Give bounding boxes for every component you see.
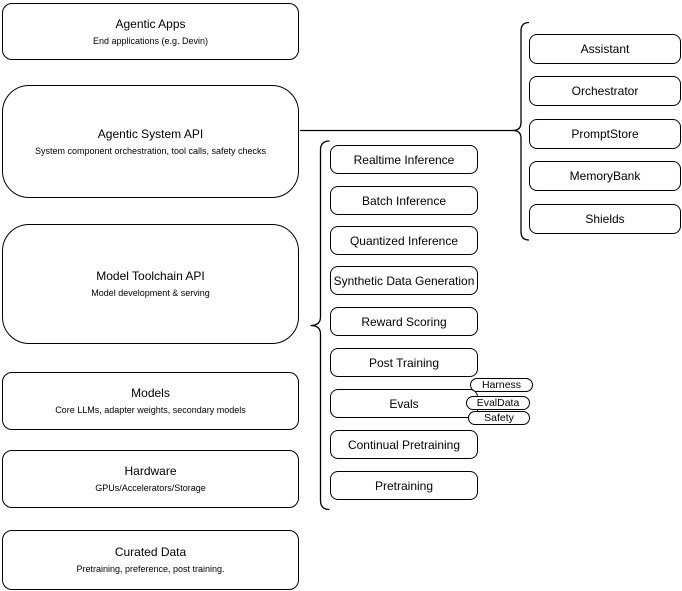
node-subtitle: Core LLMs, adapter weights, secondary mo… — [55, 405, 246, 415]
node-continual-pretraining: Continual Pretraining — [330, 430, 478, 459]
node-evals: Evals — [330, 389, 478, 418]
tag-label: Harness — [481, 379, 522, 391]
node-title: Curated Data — [114, 545, 187, 559]
tag-harness: Harness — [470, 378, 533, 392]
node-assistant: Assistant — [529, 34, 681, 64]
tag-label: EvalData — [476, 397, 520, 409]
node-batch-inference: Batch Inference — [330, 186, 478, 215]
node-model-toolchain-api: Model Toolchain API Model development & … — [2, 224, 299, 344]
node-title: Hardware — [124, 464, 177, 478]
node-label: Evals — [389, 396, 419, 411]
node-agentic-apps: Agentic Apps End applications (e.g. Devi… — [2, 3, 299, 60]
node-shields: Shields — [529, 204, 681, 234]
node-label: PromptStore — [571, 127, 639, 141]
node-label: Continual Pretraining — [347, 437, 461, 452]
tag-safety: Safety — [468, 411, 530, 425]
node-title: Model Toolchain API — [96, 269, 205, 283]
node-subtitle: Pretraining, preference, post training. — [76, 564, 225, 574]
node-models: Models Core LLMs, adapter weights, secon… — [2, 372, 299, 430]
node-label: MemoryBank — [569, 169, 641, 183]
brace-system-components — [512, 21, 530, 241]
node-promptstore: PromptStore — [529, 119, 681, 149]
node-synthetic-data-generation: Synthetic Data Generation — [330, 266, 478, 295]
node-post-training: Post Training — [330, 348, 478, 377]
node-label: Orchestrator — [571, 84, 639, 98]
node-subtitle: End applications (e.g. Devin) — [92, 35, 209, 46]
tag-label: Safety — [484, 412, 514, 424]
node-title: Agentic System API — [97, 126, 204, 141]
node-curated-data: Curated Data Pretraining, preference, po… — [2, 530, 299, 590]
node-label: Post Training — [368, 355, 440, 370]
node-orchestrator: Orchestrator — [529, 76, 681, 106]
node-subtitle: GPUs/Accelerators/Storage — [95, 483, 206, 493]
node-label: Shields — [585, 212, 625, 226]
brace-toolchain — [310, 140, 330, 511]
node-subtitle: Model development & serving — [91, 288, 210, 298]
node-memorybank: MemoryBank — [529, 161, 681, 191]
node-label: Assistant — [580, 42, 630, 56]
node-label: Quantized Inference — [349, 233, 459, 248]
node-agentic-system-api: Agentic System API System component orch… — [2, 85, 299, 198]
node-hardware: Hardware GPUs/Accelerators/Storage — [2, 450, 299, 508]
node-reward-scoring: Reward Scoring — [330, 307, 478, 336]
tag-evaldata: EvalData — [466, 396, 530, 410]
node-quantized-inference: Quantized Inference — [330, 226, 478, 255]
node-realtime-inference: Realtime Inference — [330, 145, 478, 174]
node-label: Realtime Inference — [353, 152, 455, 167]
node-title: Models — [131, 386, 170, 400]
node-pretraining: Pretraining — [330, 471, 478, 500]
node-label: Pretraining — [374, 478, 434, 493]
node-title: Agentic Apps — [115, 16, 186, 31]
node-label: Reward Scoring — [361, 314, 447, 329]
node-subtitle: System component orchestration, tool cal… — [34, 145, 267, 156]
node-label: Synthetic Data Generation — [333, 273, 475, 288]
node-label: Batch Inference — [361, 193, 447, 208]
